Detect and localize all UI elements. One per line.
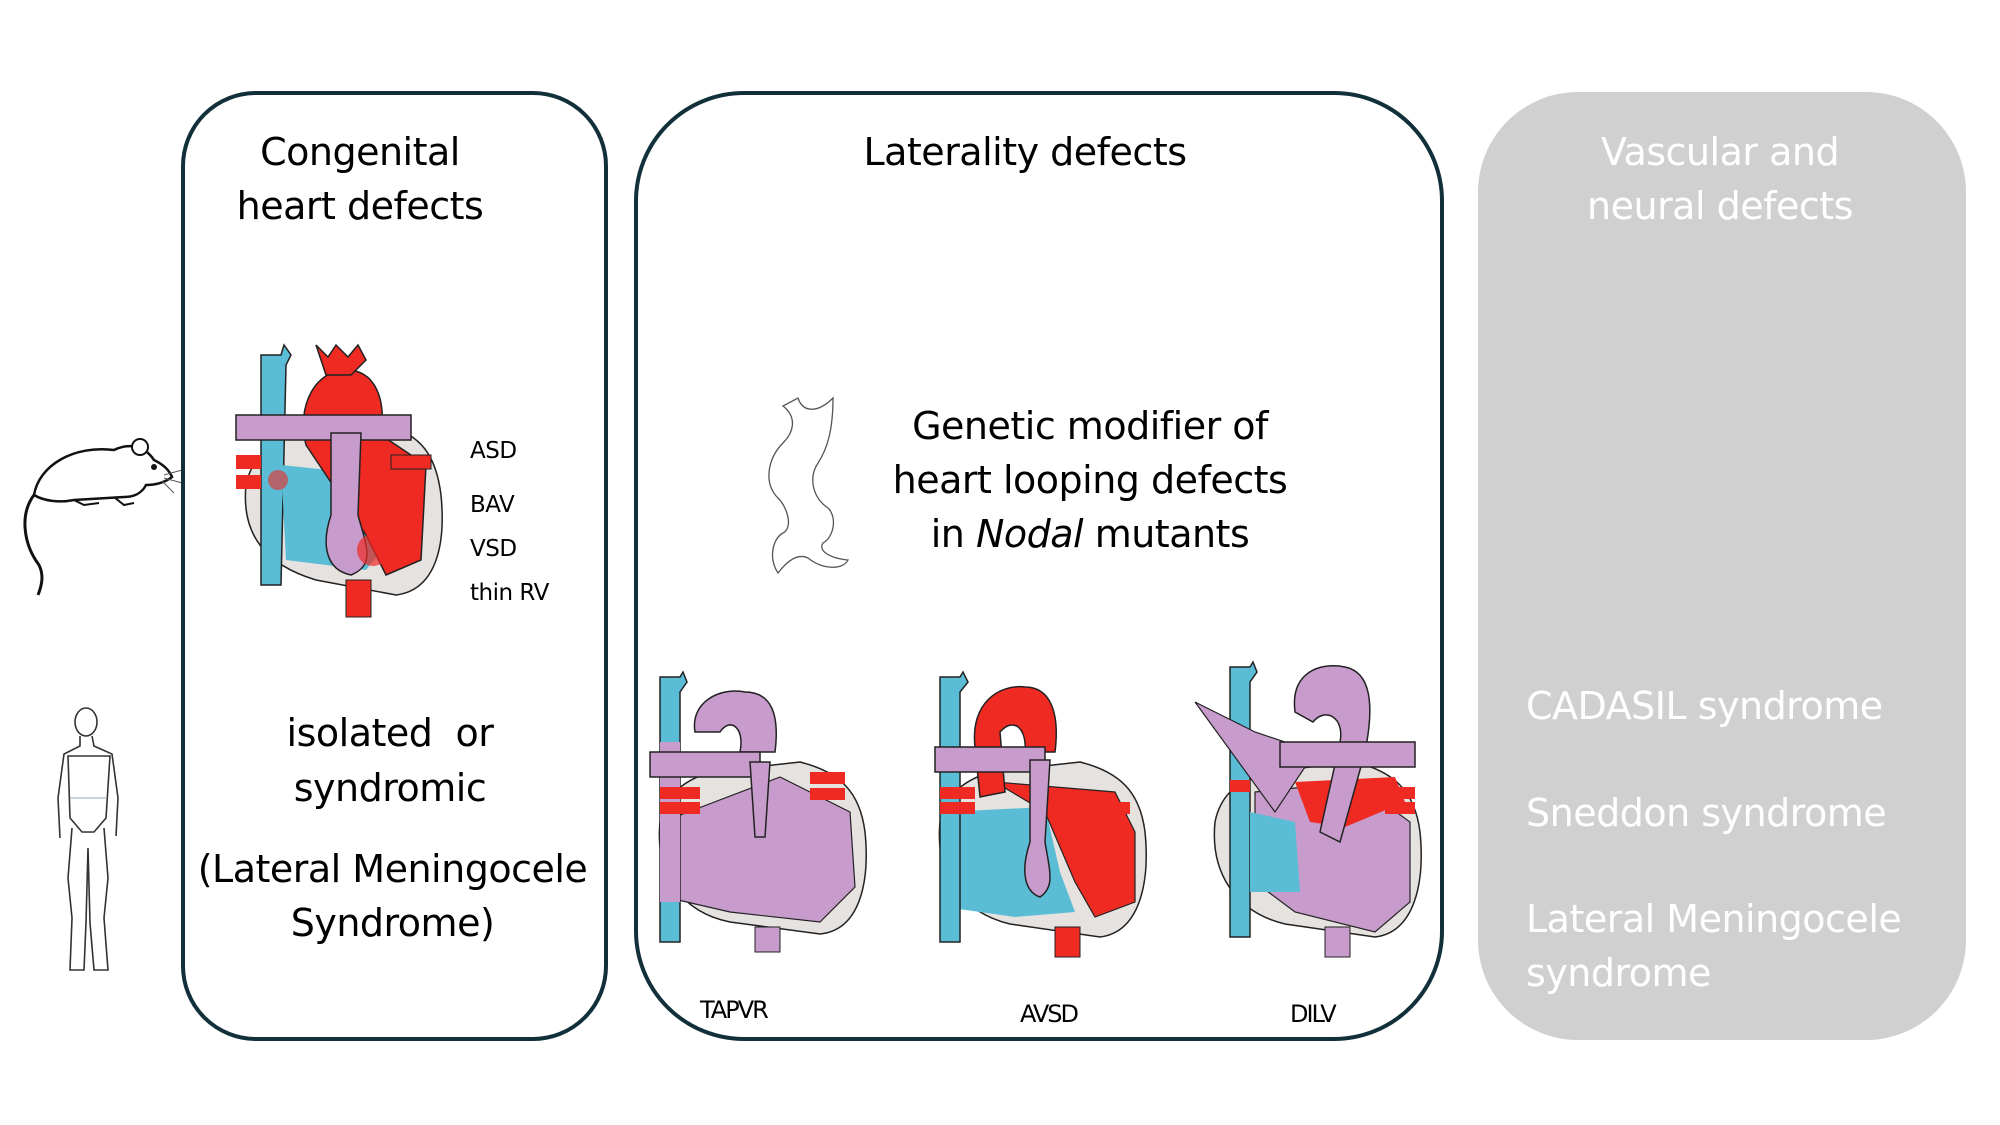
laterality-defects-panel [634, 91, 1444, 1041]
heart-diagram-dilv [1194, 660, 1425, 958]
mouse-icon [14, 425, 183, 600]
vascular-neural-defects-panel [1478, 92, 1966, 1040]
heart-diagram-avsd [934, 670, 1150, 958]
modifier-text-line1: Genetic modifier of [912, 404, 1268, 448]
heart-label-dilv: DILV [1290, 1000, 1337, 1028]
heart-label-avsd: AVSD [1020, 1000, 1079, 1028]
panel3-title-line1: Vascular and [1600, 130, 1840, 174]
heart-label-tapvr: TAPVR [700, 996, 769, 1024]
panel3-title-line2: neural defects [1587, 184, 1853, 228]
modifier-text-in: in [930, 512, 976, 556]
heart-diagram-tapvr [649, 670, 870, 953]
looping-heart-tube-icon [763, 388, 868, 580]
panel1-title-line2: heart defects [236, 184, 484, 228]
panel1-syndromic-text: syndromic [293, 766, 487, 810]
syndrome-cadasil: CADASIL syndrome [1526, 684, 1883, 728]
panel1-isolated-text: isolated or [286, 711, 494, 755]
human-figure-icon [50, 707, 130, 978]
modifier-text-line3: in Nodal mutants [870, 508, 1310, 561]
modifier-text-line2: heart looping defects [892, 458, 1288, 502]
defect-label-vsd: VSD [470, 536, 517, 562]
nodal-gene-name: Nodal [975, 512, 1084, 556]
defect-label-asd: ASD [470, 438, 517, 464]
defect-label-thin-rv: thin RV [470, 580, 549, 606]
modifier-text-mutants: mutants [1083, 512, 1250, 556]
panel1-title-line1: Congenital [260, 130, 460, 174]
panel1-lms-text-line1: (Lateral Meningocele [197, 847, 588, 891]
panel2-title: Laterality defects [863, 130, 1187, 174]
congenital-heart-defects-panel [181, 91, 608, 1041]
heart-diagram-mouse [235, 343, 446, 618]
defect-label-bav: BAV [470, 492, 515, 518]
syndrome-sneddon: Sneddon syndrome [1526, 791, 1887, 835]
syndrome-lms-line1: Lateral Meningocele [1526, 897, 1902, 941]
syndrome-lms-line2: syndrome [1526, 951, 1711, 995]
panel1-lms-text-line2: Syndrome) [290, 901, 495, 945]
